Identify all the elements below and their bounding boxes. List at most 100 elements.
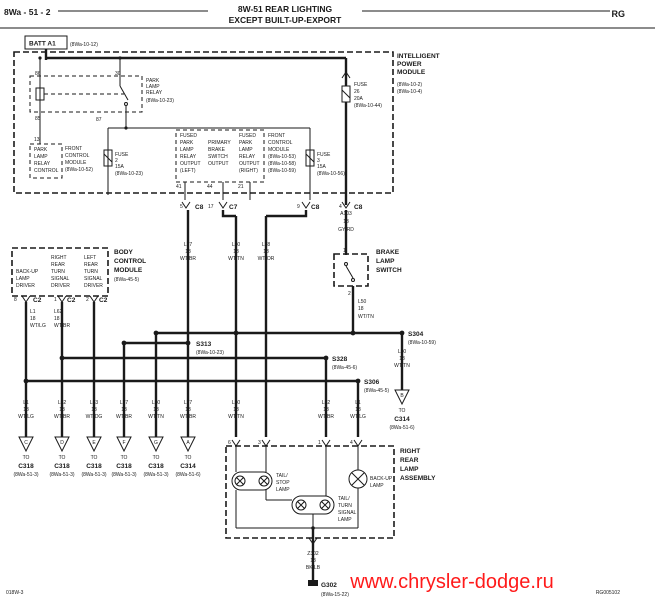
footer-right: RG005102 bbox=[596, 590, 620, 596]
svg-text:STOP: STOP bbox=[276, 480, 290, 486]
ipm-label-2: POWER bbox=[397, 61, 422, 68]
svg-text:DRIVER: DRIVER bbox=[84, 283, 103, 289]
svg-text:18: 18 bbox=[399, 356, 405, 362]
bottom-connector-name: C318 bbox=[116, 463, 132, 470]
svg-text:1: 1 bbox=[318, 440, 321, 446]
bottom-connector-ref: (8Wa-51-3) bbox=[81, 472, 106, 478]
ipm-label-3: MODULE bbox=[397, 69, 426, 76]
svg-text:18: 18 bbox=[310, 558, 316, 564]
bottom-connector-letter: A bbox=[186, 440, 190, 446]
svg-text:C314: C314 bbox=[394, 416, 410, 423]
svg-text:(8Wa-45-5): (8Wa-45-5) bbox=[364, 388, 389, 394]
fcm-outputs-box bbox=[175, 129, 265, 183]
svg-text:BK/LB: BK/LB bbox=[306, 565, 321, 571]
bottom-connector-letter: D bbox=[60, 440, 64, 446]
splice-s306: S306 bbox=[364, 379, 380, 386]
bottom-connector-ref: (8Wa-51-6) bbox=[175, 472, 200, 478]
bottom-wire-gauge: 18 bbox=[153, 407, 159, 413]
svg-text:18: 18 bbox=[358, 306, 364, 312]
svg-text:RELAY: RELAY bbox=[34, 161, 51, 167]
fcm-relay-control bbox=[29, 143, 63, 179]
svg-text:SWITCH: SWITCH bbox=[376, 267, 402, 274]
svg-text:(8Wa-45-5): (8Wa-45-5) bbox=[114, 277, 139, 283]
bcm-conn-1: C2 bbox=[33, 297, 42, 304]
bottom-connector-ref: (8Wa-51-3) bbox=[143, 472, 168, 478]
svg-text:MODULE: MODULE bbox=[268, 147, 290, 153]
bottom-wire-color: WT/LG bbox=[18, 414, 34, 420]
svg-text:LEFT: LEFT bbox=[84, 255, 96, 261]
svg-text:REAR: REAR bbox=[84, 262, 98, 268]
svg-text:LAMP: LAMP bbox=[180, 147, 194, 153]
svg-text:WT/BR: WT/BR bbox=[318, 414, 334, 420]
svg-text:15A: 15A bbox=[317, 164, 327, 170]
svg-text:WT/TN: WT/TN bbox=[358, 314, 374, 320]
bottom-connector-letter: G bbox=[154, 440, 158, 446]
bottom-wire-gauge: 18 bbox=[59, 407, 65, 413]
svg-text:3: 3 bbox=[317, 158, 320, 164]
svg-text:DRIVER: DRIVER bbox=[51, 283, 70, 289]
bottom-wire-color: WT/BR bbox=[54, 414, 70, 420]
svg-text:OUTPUT: OUTPUT bbox=[239, 161, 260, 167]
svg-text:LAMP: LAMP bbox=[34, 154, 48, 160]
ipm-label-1: INTELLIGENT bbox=[397, 53, 440, 60]
bottom-wire-id: L62 bbox=[58, 400, 67, 406]
svg-text:(8Wa-10-23): (8Wa-10-23) bbox=[146, 98, 174, 104]
svg-text:LAMP: LAMP bbox=[338, 517, 352, 523]
svg-text:GY/RD: GY/RD bbox=[338, 227, 354, 233]
svg-text:BODY: BODY bbox=[114, 249, 133, 256]
bottom-connector-letter: C bbox=[24, 440, 28, 446]
svg-text:2: 2 bbox=[348, 291, 351, 297]
svg-text:L50: L50 bbox=[358, 299, 367, 305]
svg-text:L62: L62 bbox=[322, 400, 331, 406]
svg-text:OUTPUT: OUTPUT bbox=[208, 161, 229, 167]
svg-text:DRIVER: DRIVER bbox=[16, 283, 35, 289]
svg-text:L50: L50 bbox=[398, 349, 407, 355]
bottom-wire-id: L77 bbox=[120, 400, 129, 406]
svg-text:TURN: TURN bbox=[338, 503, 352, 509]
diagram-code: RG bbox=[612, 9, 626, 19]
bottom-connector-name: C318 bbox=[18, 463, 34, 470]
svg-text:4: 4 bbox=[350, 440, 353, 446]
svg-text:B: B bbox=[400, 393, 404, 399]
bottom-wire-gauge: 18 bbox=[185, 407, 191, 413]
bottom-connector-to: TO bbox=[91, 455, 98, 461]
bottom-connector-triangle bbox=[54, 436, 70, 453]
svg-text:(LEFT): (LEFT) bbox=[180, 168, 196, 174]
svg-text:FUSE: FUSE bbox=[115, 152, 129, 158]
batt-label: BATT A1 bbox=[29, 41, 56, 48]
svg-text:MODULE: MODULE bbox=[65, 160, 87, 166]
svg-text:A103: A103 bbox=[340, 211, 352, 217]
svg-text:OUTPUT: OUTPUT bbox=[180, 161, 201, 167]
bottom-connector-name: C318 bbox=[148, 463, 164, 470]
batt-ref: (8Wa-10-12) bbox=[70, 42, 98, 48]
svg-text:18: 18 bbox=[185, 249, 191, 255]
svg-text:TURN: TURN bbox=[51, 269, 65, 275]
svg-text:RIGHT: RIGHT bbox=[51, 255, 67, 261]
svg-text:WT/BR: WT/BR bbox=[180, 256, 196, 262]
svg-text:SWITCH: SWITCH bbox=[208, 154, 228, 160]
bottom-wire-id: L1 bbox=[23, 400, 29, 406]
svg-text:2: 2 bbox=[115, 158, 118, 164]
svg-text:RIGHT: RIGHT bbox=[400, 448, 420, 455]
diagram-subtitle: EXCEPT BUILT-UP-EXPORT bbox=[229, 15, 343, 25]
splice-s328: S328 bbox=[332, 356, 348, 363]
svg-text:BACK-UP: BACK-UP bbox=[16, 269, 39, 275]
ground-g302: G302 bbox=[321, 582, 337, 589]
svg-text:4: 4 bbox=[339, 204, 342, 210]
svg-text:FUSED: FUSED bbox=[239, 133, 256, 139]
svg-text:CONTROL: CONTROL bbox=[114, 258, 146, 265]
bcm-conn-2: C2 bbox=[67, 297, 76, 304]
svg-text:(8Wa-10-44): (8Wa-10-44) bbox=[354, 103, 382, 109]
svg-text:PARK: PARK bbox=[146, 78, 160, 84]
svg-text:L1: L1 bbox=[30, 309, 36, 315]
svg-text:SIGNAL: SIGNAL bbox=[51, 276, 70, 282]
svg-text:FUSE: FUSE bbox=[354, 82, 368, 88]
svg-text:TAIL/: TAIL/ bbox=[276, 473, 288, 479]
svg-text:PARK: PARK bbox=[34, 147, 48, 153]
bottom-connector-to: TO bbox=[185, 455, 192, 461]
tail-turn-signal-lamp bbox=[291, 495, 335, 515]
bottom-connector-to: TO bbox=[121, 455, 128, 461]
svg-text:TO: TO bbox=[399, 408, 406, 414]
tail-stop-lamp bbox=[231, 471, 273, 491]
svg-text:FUSED: FUSED bbox=[180, 133, 197, 139]
